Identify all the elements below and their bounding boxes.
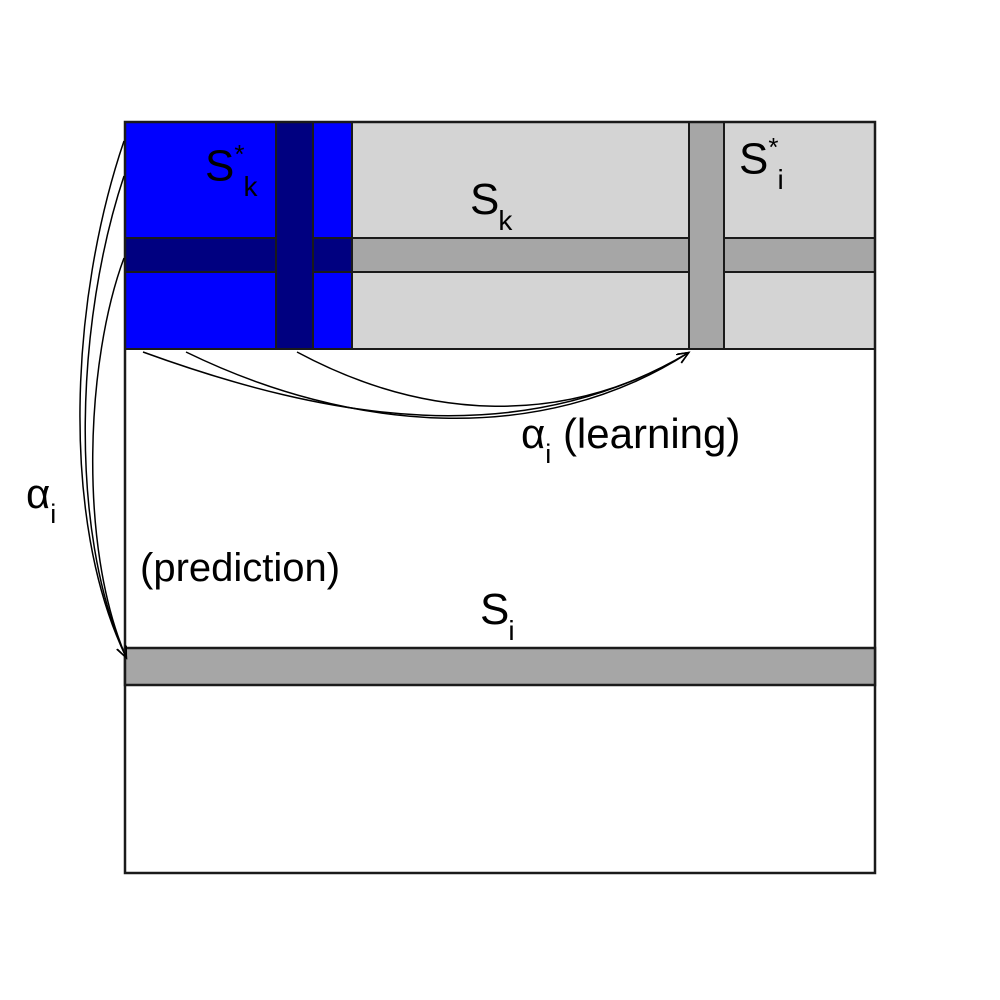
label-alpha-prediction: αi xyxy=(26,470,56,528)
label-s-i-sub: i xyxy=(508,614,515,646)
label-alpha-learning-sub: i xyxy=(545,439,552,470)
dark-blue-column-band xyxy=(275,121,314,350)
label-alpha-prediction-sub: i xyxy=(50,499,57,530)
label-alpha-learning: αi (learning) xyxy=(521,410,741,468)
gray-column-band xyxy=(688,121,725,350)
prediction-arrow-1 xyxy=(79,140,126,657)
label-s-star-k-sup: * xyxy=(234,139,245,169)
label-alpha-prediction-symbol: α xyxy=(26,470,51,517)
label-alpha-learning-suffix: (learning) xyxy=(551,410,741,457)
label-s-i: Si xyxy=(480,585,516,645)
prediction-arrow-3 xyxy=(91,257,126,657)
label-s-star-i-sup: * xyxy=(768,132,779,162)
blue-panel xyxy=(124,121,353,350)
label-s-star-i-base: S xyxy=(739,134,769,184)
label-s-k: Sk xyxy=(470,175,513,235)
dark-blue-row-band xyxy=(124,237,353,273)
label-s-k-base: S xyxy=(470,175,500,224)
label-s-i-base: S xyxy=(480,585,510,634)
learning-arrow-1 xyxy=(142,351,688,417)
prediction-arrow-2 xyxy=(84,175,126,657)
label-prediction-text: (prediction) xyxy=(140,546,341,590)
label-s-star-i: S*i xyxy=(739,134,785,194)
label-s-star-k: S*k xyxy=(205,141,258,201)
label-s-k-sub: k xyxy=(498,204,513,236)
label-s-star-i-sub: i xyxy=(777,164,784,196)
learning-arrow-3 xyxy=(296,351,688,407)
outer-rect xyxy=(123,120,877,875)
bottom-gray-row xyxy=(123,646,877,687)
learning-arrow-2 xyxy=(185,351,688,419)
label-alpha-learning-symbol: α xyxy=(521,410,546,457)
label-s-star-k-base: S xyxy=(205,141,235,191)
label-s-star-k-sub: k xyxy=(243,171,258,203)
